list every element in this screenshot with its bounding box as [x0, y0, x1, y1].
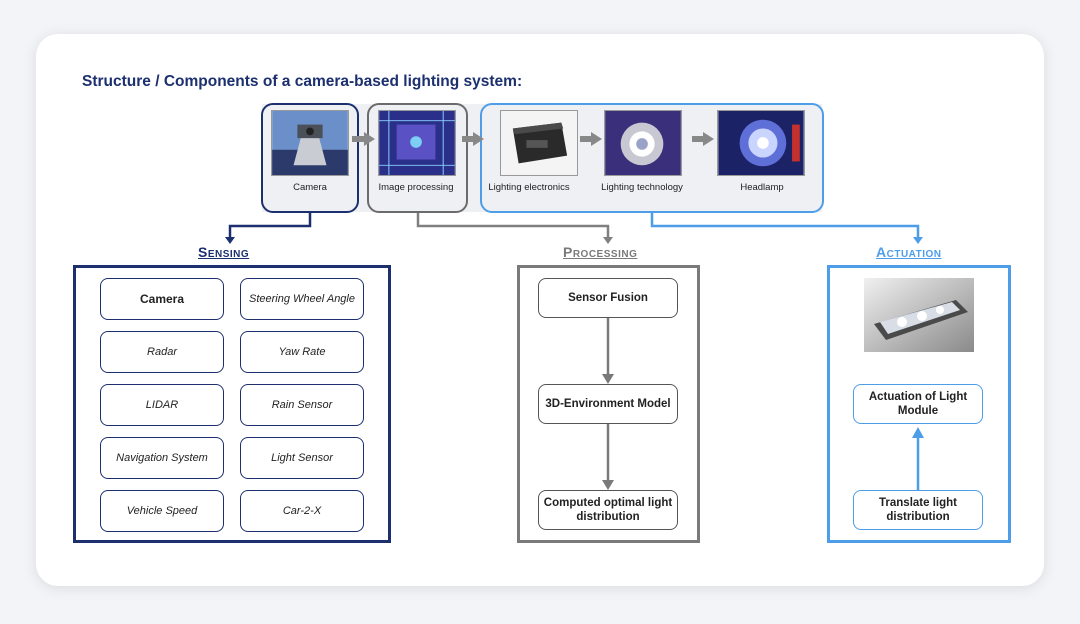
pipeline-arrow-3 [580, 136, 592, 142]
headlamp-image [717, 110, 805, 176]
light-module-image [864, 278, 974, 352]
actuation-item: Translate light distribution [853, 490, 983, 530]
page-title: Structure / Components of a camera-based… [82, 73, 523, 90]
sensing-item: Car-2-X [240, 490, 364, 532]
sensing-title: Sensing [198, 244, 250, 260]
pipeline-arrowhead-1 [364, 132, 375, 146]
processing-panel [517, 265, 700, 543]
image-processing-image [378, 110, 456, 176]
actuation-title: Actuation [876, 244, 942, 260]
actuation-item: Actuation of Light Module [853, 384, 983, 424]
lighting-electronics-image [500, 110, 578, 176]
sensing-item: Camera [100, 278, 224, 320]
image-processing-caption: Image processing [378, 182, 454, 193]
sensing-item: Steering Wheel Angle [240, 278, 364, 320]
lighting-technology-image [604, 110, 682, 176]
pipeline-arrowhead-3 [591, 132, 602, 146]
camera-frame [261, 103, 359, 213]
sensing-item: Navigation System [100, 437, 224, 479]
sensing-panel [73, 265, 391, 543]
headlamp-caption: Headlamp [740, 182, 784, 193]
processing-item: Computed optimal light distribution [538, 490, 678, 530]
sensing-item: Yaw Rate [240, 331, 364, 373]
processing-item: 3D-Environment Model [538, 384, 678, 424]
camera-caption: Camera [293, 182, 327, 193]
sensing-item: Radar [100, 331, 224, 373]
pipeline-arrow-2 [462, 136, 474, 142]
pipeline-arrowhead-2 [473, 132, 484, 146]
processing-title: Processing [563, 244, 638, 260]
lighting-technology-caption: Lighting technology [601, 182, 683, 193]
pipeline-arrowhead-4 [703, 132, 714, 146]
image-processing-frame [367, 103, 468, 213]
actuation-frame [480, 103, 824, 213]
sensing-item: Light Sensor [240, 437, 364, 479]
lighting-electronics-caption: Lighting electronics [488, 182, 570, 193]
camera-image [271, 110, 349, 176]
sensing-item: Rain Sensor [240, 384, 364, 426]
pipeline-arrow-1 [352, 136, 366, 142]
pipeline-arrow-4 [692, 136, 704, 142]
actuation-panel [827, 265, 1011, 543]
processing-item: Sensor Fusion [538, 278, 678, 318]
sensing-item: LIDAR [100, 384, 224, 426]
sensing-item: Vehicle Speed [100, 490, 224, 532]
